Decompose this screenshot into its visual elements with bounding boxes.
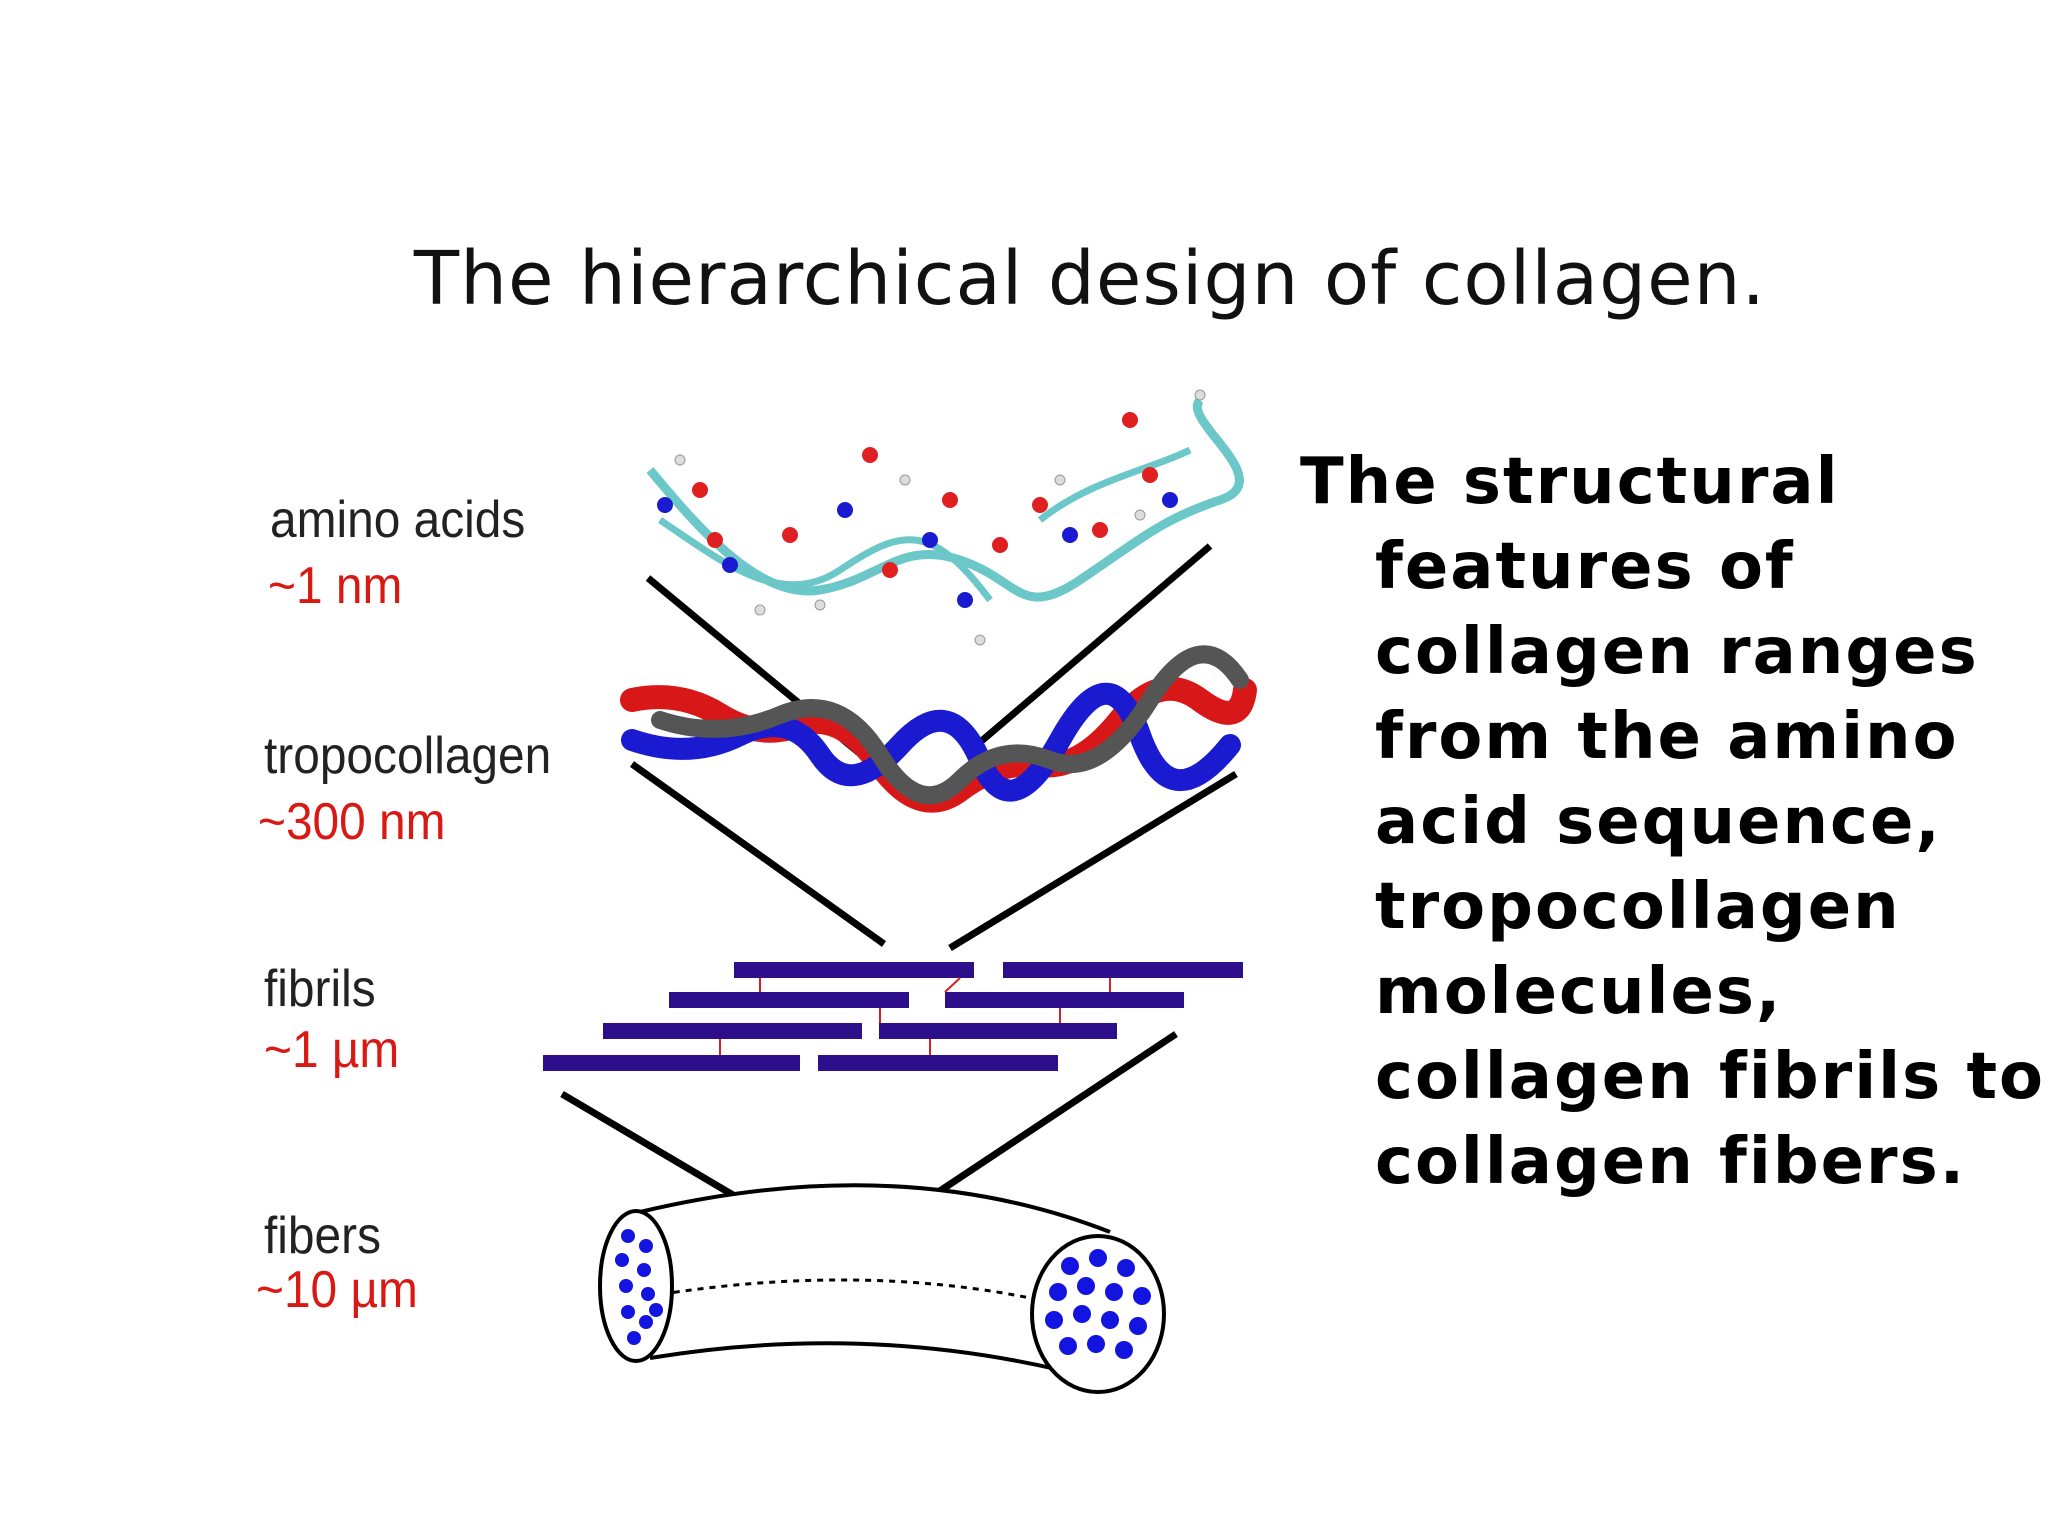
description-text: The structural features of collagen rang… xyxy=(1300,445,2045,1199)
size-fibrils: ~1 µm xyxy=(264,1021,400,1079)
label-amino-acids: amino acids xyxy=(270,491,526,549)
label-fibrils: fibrils xyxy=(264,960,376,1018)
label-tropocollagen: tropocollagen xyxy=(264,727,552,785)
amino-acid-molecule xyxy=(646,389,1244,646)
size-fibers: ~10 µm xyxy=(256,1261,418,1319)
fibril-bars xyxy=(543,962,1243,1071)
fibril-crosslinks xyxy=(719,977,1111,1055)
label-fibers: fibers xyxy=(264,1207,381,1265)
slide-title: The hierarchical design of collagen. xyxy=(413,236,1767,322)
fiber-left-end xyxy=(598,1209,674,1363)
size-amino-acids: ~1 nm xyxy=(268,557,403,615)
fiber-left-dots xyxy=(615,1229,663,1345)
tropocollagen-helix xyxy=(620,645,1257,813)
size-tropocollagen: ~300 nm xyxy=(258,793,446,851)
fiber-right-dots xyxy=(1045,1249,1151,1359)
zoom-lines-2 xyxy=(629,761,1238,951)
fiber-tube xyxy=(598,1183,1166,1394)
